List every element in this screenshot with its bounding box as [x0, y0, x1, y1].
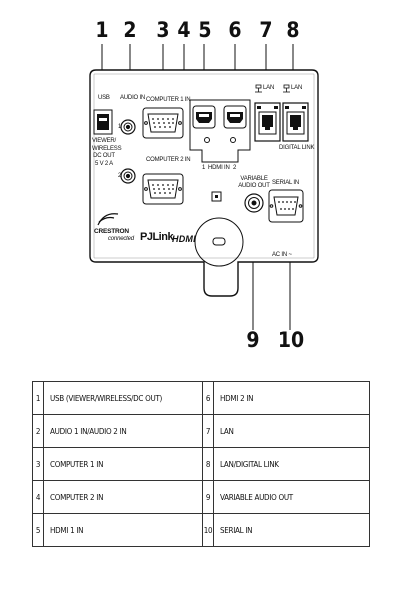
legend-num: 7	[202, 414, 214, 448]
legend-num: 9	[202, 480, 214, 514]
table-row: 1 USB (VIEWER/WIRELESS/DC OUT) 6 HDMI 2 …	[32, 381, 370, 415]
callout-5: 5	[198, 18, 212, 42]
audio-1-label: 1	[118, 124, 122, 130]
audio-in-label: AUDIO IN	[120, 95, 146, 101]
table-row: 4 COMPUTER 2 IN 9 VARIABLE AUDIO OUT	[32, 480, 370, 514]
lan-digital-link-port	[282, 102, 309, 142]
legend-num: 1	[32, 381, 44, 415]
computer-1-label: COMPUTER 1 IN	[146, 97, 191, 103]
viewer-text: VIEWER/	[92, 138, 116, 144]
callout-3: 3	[156, 18, 170, 42]
connected-label: connected	[108, 236, 134, 242]
viewer-wireless-dc-label: VIEWER/ WIRELESS DC OUT 5 V 2 A	[92, 138, 122, 168]
adjuster-foot	[194, 217, 244, 267]
legend-text: LAN/DIGITAL LINK	[213, 447, 370, 481]
hdmi-2-label: 2	[233, 165, 237, 171]
ac-in-label: AC IN ~	[272, 252, 292, 258]
lan-2-label: LAN	[291, 85, 303, 91]
legend-text: VARIABLE AUDIO OUT	[213, 480, 370, 514]
hdmi-1-label: 1	[202, 165, 206, 171]
legend-text: HDMI 2 IN	[213, 381, 370, 415]
dc-out-text: DC OUT	[93, 153, 115, 159]
dc-rating-text: 5 V 2 A	[95, 160, 113, 167]
usb-port	[93, 109, 113, 135]
computer-2-label: COMPUTER 2 IN	[146, 157, 191, 163]
computer-2-connector	[142, 173, 184, 205]
audio-in-jacks	[120, 119, 136, 184]
crestron-logo-mark	[97, 213, 119, 226]
legend-text: AUDIO 1 IN/AUDIO 2 IN	[43, 414, 203, 448]
hdmi-2-port	[223, 105, 247, 129]
table-row: 2 AUDIO 1 IN/AUDIO 2 IN 7 LAN	[32, 414, 370, 448]
digital-link-label: DIGITAL LINK	[279, 145, 315, 151]
terminal-legend-table: 1 USB (VIEWER/WIRELESS/DC OUT) 6 HDMI 2 …	[32, 381, 370, 547]
legend-text: COMPUTER 1 IN	[43, 447, 203, 481]
callout-8: 8	[286, 18, 300, 42]
serial-in-connector	[268, 189, 304, 223]
variable-audio-out-label: VARIABLE AUDIO OUT	[238, 176, 270, 190]
legend-text: USB (VIEWER/WIRELESS/DC OUT)	[43, 381, 203, 415]
legend-num: 10	[202, 513, 214, 547]
wireless-text: WIRELESS	[92, 145, 122, 152]
legend-num: 6	[202, 381, 214, 415]
variable-text: VARIABLE	[240, 176, 268, 182]
hdmi-logo: HDMI	[172, 234, 196, 244]
callout-7: 7	[259, 18, 273, 42]
lan-port	[254, 102, 281, 142]
callout-2: 2	[123, 18, 137, 42]
legend-text: SERIAL IN	[213, 513, 370, 547]
callout-4: 4	[177, 18, 191, 42]
legend-text: LAN	[213, 414, 370, 448]
audio-2-label: 2	[118, 173, 122, 179]
pjlink-logo: PJLink	[140, 231, 174, 243]
usb-label: USB	[98, 95, 110, 101]
table-row: 5 HDMI 1 IN 10 SERIAL IN	[32, 513, 370, 547]
legend-num: 3	[32, 447, 44, 481]
legend-num: 4	[32, 480, 44, 514]
legend-num: 2	[32, 414, 44, 448]
hdmi-in-label: HDMI IN	[208, 165, 230, 171]
callout-9: 9	[246, 328, 260, 352]
legend-text: HDMI 1 IN	[43, 513, 203, 547]
hdmi-1-port	[192, 105, 216, 129]
lan-label: LAN	[263, 85, 275, 91]
callout-6: 6	[228, 18, 242, 42]
serial-in-label: SERIAL IN	[272, 180, 299, 186]
audio-out-text: AUDIO OUT	[238, 183, 270, 189]
legend-num: 5	[32, 513, 44, 547]
callout-10: 10	[277, 328, 305, 352]
legend-num: 8	[202, 447, 214, 481]
callout-1: 1	[95, 18, 109, 42]
table-row: 3 COMPUTER 1 IN 8 LAN/DIGITAL LINK	[32, 447, 370, 481]
variable-audio-out-jack	[244, 193, 264, 213]
legend-text: COMPUTER 2 IN	[43, 480, 203, 514]
computer-1-connector	[142, 107, 184, 139]
terminal-panel-diagram	[89, 44, 319, 330]
security-slot	[211, 191, 222, 202]
crestron-label: CRESTRON	[94, 228, 129, 235]
